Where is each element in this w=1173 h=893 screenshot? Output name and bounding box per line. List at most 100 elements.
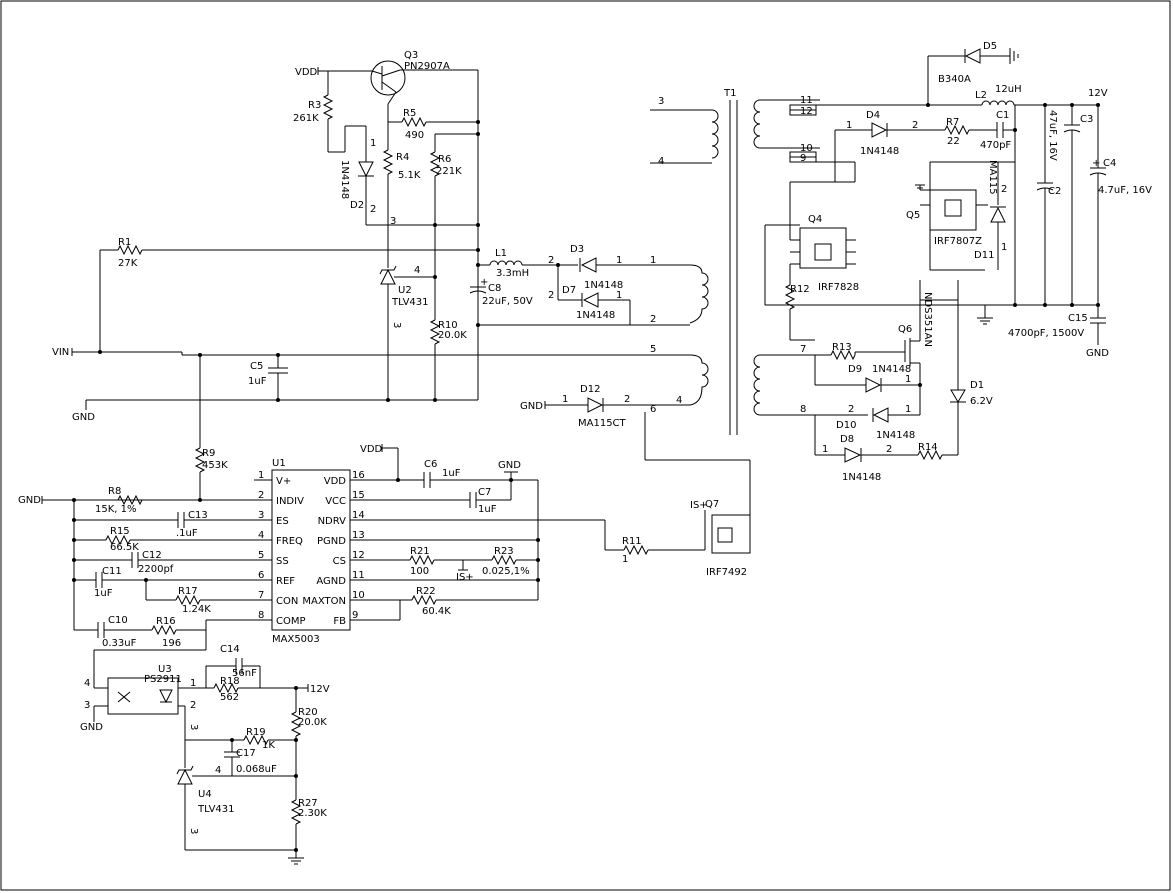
u1-pin-name-left: INDIV: [276, 496, 304, 507]
c14-ref: C14: [220, 644, 240, 655]
d7-ref: D7: [562, 285, 576, 296]
d10-value: 1N4148: [876, 430, 915, 441]
r14-ref: R14: [918, 442, 938, 453]
u1-body: [271, 469, 351, 631]
d2-value: 1N4148: [339, 160, 350, 199]
q7-ref: Q7: [705, 499, 719, 510]
u1-pin-number-left: 7: [258, 590, 264, 601]
c12-ref: C12: [142, 550, 162, 561]
pin-t1-1: 1: [650, 255, 656, 266]
r8-value: 15K, 1%: [95, 504, 137, 515]
transformer-t1: T1 3 4: [650, 88, 820, 435]
pin-u3-2: 2: [190, 700, 196, 711]
r27-ref: R27: [298, 798, 318, 809]
c4-ref: C4: [1103, 158, 1116, 169]
u3-value: PS2911: [144, 674, 182, 685]
net-label-is-plus-cs: IS+: [456, 572, 474, 583]
pin-t1-11: 11: [800, 95, 813, 106]
pin-u3-1: 1: [190, 678, 196, 689]
d12-value: MA115CT: [578, 418, 627, 429]
q3-value: PN2907A: [404, 61, 450, 72]
pin-t1-5: 5: [650, 344, 656, 355]
u1-pin-number-right: 13: [352, 530, 365, 541]
d11-value: MA115: [987, 160, 998, 195]
u1-pin-name-right: VCC: [325, 496, 346, 507]
net-label-gnd-u3: GND: [80, 722, 103, 733]
c7-ref: C7: [478, 487, 491, 498]
u2-value: TLV431: [391, 297, 429, 308]
u1-pin-number-left: 5: [258, 550, 264, 561]
l2-ref: L2: [975, 90, 987, 101]
u1-pin-name-right: NDRV: [318, 516, 347, 527]
pin-d2-1: 1: [370, 138, 376, 149]
d7-value: 1N4148: [576, 310, 615, 321]
d10-ref: D10: [836, 420, 856, 431]
d2-ref: D2: [350, 200, 364, 211]
d4-value: 1N4148: [860, 146, 899, 157]
q7-value: IRF7492: [706, 567, 747, 578]
r22-ref: R22: [416, 586, 436, 597]
pin-u2-4: 4: [414, 265, 420, 276]
c3-ref: C3: [1080, 114, 1093, 125]
q6-ref: Q6: [898, 324, 912, 335]
r10-ref: R10: [438, 320, 458, 331]
r17-ref: R17: [178, 586, 198, 597]
r20-value: 20.0K: [298, 717, 327, 728]
net-label-gnd-u1r: GND: [498, 460, 521, 471]
r4-value: 5.1K: [398, 170, 421, 181]
pin-d3-1: 1: [616, 255, 622, 266]
pin-d10-2: 2: [848, 404, 854, 415]
pin-d8-1: 1: [822, 444, 828, 455]
net-label-12v-fb: 12V: [310, 684, 330, 695]
c10-value: 0.33uF: [102, 638, 137, 649]
c10-ref: C10: [108, 615, 128, 626]
u1-pin-name-left: FREQ: [276, 536, 303, 547]
d12-ref: D12: [580, 384, 600, 395]
d12-circuit: GND D12 MA115CT 1 2: [520, 384, 751, 505]
u1-pin-number-left: 1: [258, 470, 264, 481]
r23-ref: R23: [494, 546, 514, 557]
r20-ref: R20: [298, 707, 318, 718]
startup-circuit: VDD Q3 PN2907A R3 261K 1N4148 D2: [52, 50, 690, 423]
c15-value: 4700pF, 1500V: [1008, 328, 1084, 339]
net-label-vin: VIN: [52, 347, 69, 358]
u1-pin-name-left: CON: [276, 596, 298, 607]
net-label-gnd-c15: GND: [1086, 348, 1109, 359]
d1-value: 6.2V: [970, 396, 993, 407]
r15-value: 66.5K: [110, 542, 139, 553]
u1-pin-list: 1V+16VDD2INDIV15VCC3ES14NDRV4FREQ13PGND5…: [254, 470, 368, 627]
d4-ref: D4: [866, 110, 880, 121]
c6-ref: C6: [424, 459, 437, 470]
c6-value: 1uF: [442, 468, 461, 479]
pin-d12-1: 1: [562, 394, 568, 405]
feedback-circuit: U3 PS2911 4 3 GND 1 2 C14 56nF R18 562 1…: [80, 644, 330, 865]
c14-value: 56nF: [232, 668, 257, 679]
net-label-12v-top: 12V: [1088, 88, 1108, 99]
r11-ref: R11: [622, 536, 642, 547]
u1-pin-name-right: FB: [333, 616, 346, 627]
pin-u3-4: 4: [84, 678, 90, 689]
pin-t1-9: 9: [800, 153, 806, 164]
pin-d7-2: 2: [548, 290, 554, 301]
r1-ref: R1: [118, 237, 131, 248]
r13-ref: R13: [832, 342, 852, 353]
u4-ref: U4: [198, 789, 212, 800]
r16-value: 196: [162, 638, 181, 649]
u1-pin-name-right: MAXTON: [302, 596, 346, 607]
pin-d12-2: 2: [624, 394, 630, 405]
c7-value: 1uF: [478, 504, 497, 515]
d9-value: 1N4148: [872, 364, 911, 375]
pin-d4-1: 1: [846, 120, 852, 131]
d9-ref: D9: [848, 364, 862, 375]
c15-ref: C15: [1068, 313, 1088, 324]
q7-mosfet: IS+ Q7 IRF7492: [690, 499, 751, 578]
u1-pin-name-left: COMP: [276, 616, 306, 627]
pin-t1-7: 7: [800, 344, 806, 355]
u1-pin-name-left: SS: [276, 556, 289, 567]
q6-value: NDS351AN: [922, 292, 933, 347]
r18-ref: R18: [220, 676, 240, 687]
pin-r11-1: 1: [622, 554, 628, 565]
u1-pin-name-right: CS: [333, 556, 346, 567]
pin-t1-12: 12: [800, 106, 813, 117]
c4-value: 4.7uF, 16V: [1098, 185, 1152, 196]
